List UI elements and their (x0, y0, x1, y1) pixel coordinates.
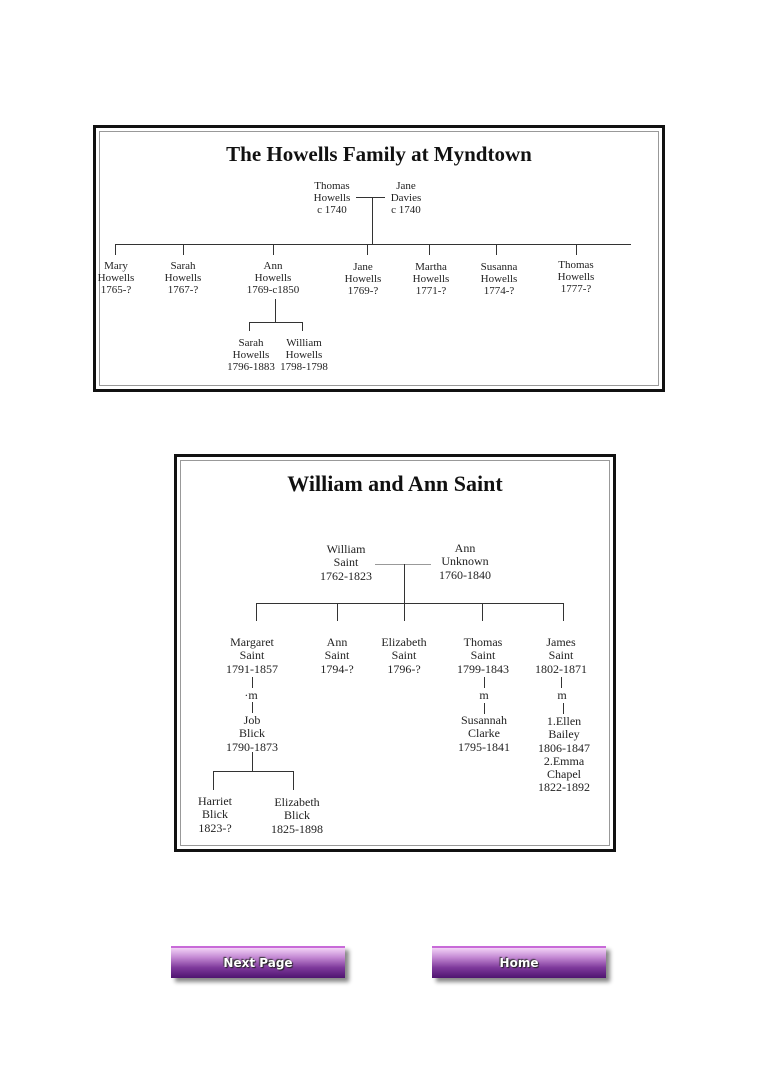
marriage-link (252, 677, 253, 688)
child-drop (302, 322, 303, 331)
child-drop (213, 771, 214, 790)
child-node: Elizabeth Saint 1796-? (381, 635, 427, 676)
descent-line (372, 197, 373, 244)
child-drop (337, 603, 338, 621)
marriage-mark: m (479, 688, 489, 702)
child-drop (183, 244, 184, 255)
sibling-bar (115, 244, 631, 245)
grandchild-node: William Howells 1798-1798 (280, 337, 328, 373)
child-drop (563, 603, 564, 621)
chart-title: William and Ann Saint (287, 471, 503, 496)
parent-node: Jane Davies c 1740 (390, 180, 422, 216)
child-drop (256, 603, 257, 621)
child-node: Susanna Howells 1774-? (480, 261, 518, 297)
chart-title: The Howells Family at Myndtown (226, 142, 532, 166)
marriage-line (375, 564, 431, 565)
marriage-mark: m (557, 688, 567, 702)
child-node: Thomas Saint 1799-1843 (457, 635, 509, 676)
child-node: Ann Howells 1769-c1850 (246, 260, 300, 296)
child-node: Thomas Howells 1777-? (557, 259, 595, 295)
marriage-link (252, 702, 253, 713)
parent-node: Thomas Howells c 1740 (313, 180, 351, 216)
child-node: Jane Howells 1769-? (344, 261, 382, 297)
descent-line (252, 752, 253, 771)
grandchild-node: Sarah Howells 1796-1883 (227, 337, 275, 373)
descent-line (404, 564, 405, 603)
child-node: Ann Saint 1794-? (320, 635, 354, 676)
grandchild-node: Harriet Blick 1823-? (198, 794, 232, 835)
marriage-mark: ·m (244, 688, 258, 702)
child-node: Mary Howells 1765-? (97, 260, 135, 296)
marriage-link (484, 677, 485, 688)
child-drop (115, 244, 116, 255)
child-node: James Saint 1802-1871 (535, 635, 587, 676)
child-drop (367, 244, 368, 255)
parent-node: Ann Unknown 1760-1840 (439, 541, 491, 582)
child-drop (273, 244, 274, 255)
saint-family-tree: William and Ann Saint (174, 454, 616, 852)
child-node: Margaret Saint 1791-1857 (226, 635, 278, 676)
marriage-line (356, 197, 385, 198)
marriage-link (561, 677, 562, 688)
sibling-bar (213, 771, 294, 772)
descent-line (275, 299, 276, 322)
child-node: Martha Howells 1771-? (412, 261, 450, 297)
child-drop (576, 244, 577, 255)
parent-node: William Saint 1762-1823 (320, 542, 372, 583)
spouse-node: Susannah Clarke 1795-1841 (458, 713, 510, 754)
spouse-node: 1.Ellen Bailey 1806-1847 2.Emma Chapel 1… (538, 714, 590, 795)
howells-family-tree: The Howells Family at Myndtown (93, 125, 665, 392)
child-drop (429, 244, 430, 255)
next-page-button[interactable]: Next Page (171, 946, 345, 978)
child-drop (482, 603, 483, 621)
child-drop (293, 771, 294, 790)
sibling-bar (256, 603, 564, 604)
home-button[interactable]: Home (432, 946, 606, 978)
marriage-link (484, 703, 485, 714)
child-drop (404, 603, 405, 621)
sibling-bar (249, 322, 303, 323)
child-drop (249, 322, 250, 331)
marriage-link (563, 703, 564, 714)
child-drop (496, 244, 497, 255)
grandchild-node: Elizabeth Blick 1825-1898 (271, 795, 323, 836)
spouse-node: Job Blick 1790-1873 (226, 713, 278, 754)
child-node: Sarah Howells 1767-? (164, 260, 202, 296)
